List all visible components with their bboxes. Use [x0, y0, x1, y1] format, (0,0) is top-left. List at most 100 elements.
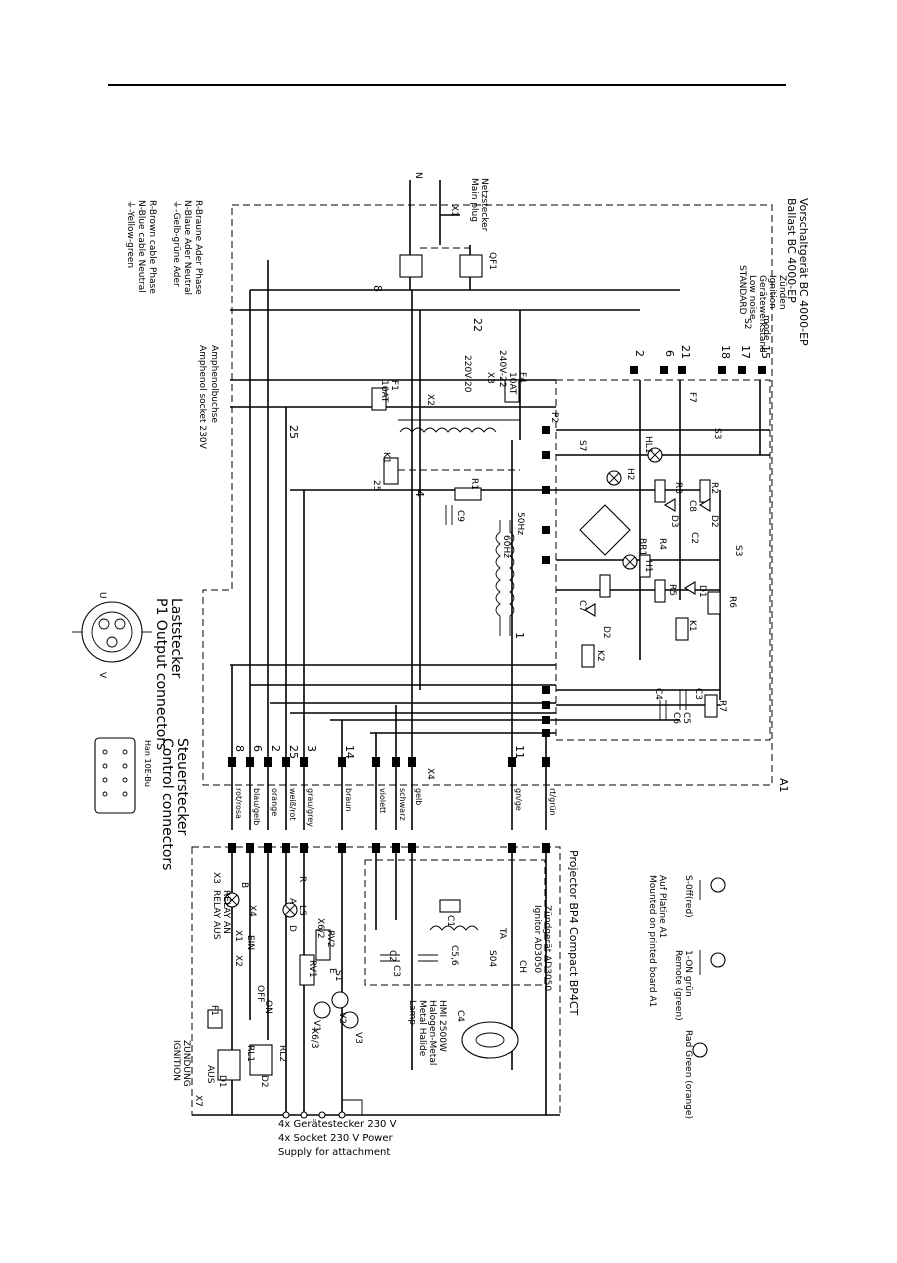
- pcb-r4: R4: [657, 538, 667, 550]
- proj-d1: D1: [217, 1075, 227, 1088]
- resistor-r7: [704, 694, 718, 718]
- pcb-pins: [542, 366, 766, 737]
- proj-v1: V1: [311, 1020, 321, 1032]
- legend-4: R-Brown cable Phase: [147, 200, 157, 294]
- notes-item-1: S-0ff(red): [683, 875, 693, 918]
- socket-note-3: Supply for attachment: [278, 1147, 391, 1158]
- relay-rl2: [249, 1044, 273, 1076]
- wire-3: 3: [305, 745, 318, 752]
- proj-c56: C5,6: [449, 945, 459, 966]
- pcb-h2: H2: [625, 468, 635, 481]
- wire-18: 18: [719, 345, 732, 359]
- pcb-k1: K1: [687, 620, 697, 632]
- diode-d3: [663, 498, 676, 512]
- switch-ignition: IGNITION: [171, 1040, 181, 1081]
- proj-ls: LS: [297, 905, 307, 916]
- resistor-r4: [639, 554, 651, 578]
- wire-9: 6: [663, 350, 676, 357]
- socket-notes: 4x Gerätestecker 230 V 4x Socket 230 V P…: [278, 1118, 396, 1160]
- wire-2: 2: [633, 350, 646, 357]
- diode-d2b: [583, 603, 596, 617]
- x2-label: X2: [425, 394, 435, 406]
- pcb-r2: R2: [709, 482, 719, 494]
- wire-25a: 25: [287, 425, 300, 439]
- proj-ta: TA: [497, 927, 507, 940]
- switch-off: OFF: [255, 985, 265, 1002]
- legend-3: ⏚-Gelb-grüne Ader: [171, 200, 182, 287]
- notes-title-2: Mounted on printed board A1: [647, 875, 657, 1007]
- proj-x7: X7: [193, 1095, 203, 1107]
- cable-color-4: weiß/rot: [288, 788, 297, 821]
- pcb-k2: K2: [595, 650, 605, 662]
- legend-2: N-Blaue Ader Neutral: [182, 200, 192, 295]
- s2-line-5: STANDARD: [737, 265, 747, 315]
- resistor-r3: [654, 479, 666, 503]
- varistor-v2: [331, 991, 349, 1009]
- resistor-rv1: [299, 954, 315, 986]
- pcb-p2: P2: [549, 412, 559, 423]
- resistor-rv2: [315, 929, 331, 961]
- pcb-d2: D2: [709, 515, 719, 528]
- ignitor-title-en: Ignitor AD3050: [532, 905, 542, 973]
- fuse-f4-value: 10AT: [507, 372, 517, 395]
- notes-item-3: Remote (green): [673, 950, 683, 1021]
- pcb-r7: R7: [717, 700, 727, 712]
- wire-2b: 2: [269, 745, 282, 752]
- proj-x62: X6/2: [315, 918, 325, 939]
- projector-outline: [191, 846, 561, 1116]
- pcb-s7: S7: [577, 440, 587, 451]
- mains-qf1: QF1: [487, 252, 497, 270]
- pcb-d2b: D2: [601, 626, 611, 639]
- relay-k2: [581, 644, 595, 668]
- legend-5: N-Blue cable Neutral: [136, 200, 146, 293]
- ignitor-title: Zündgerät AD3050: [542, 905, 552, 991]
- wire-1: 1: [513, 632, 526, 639]
- proj-x2: X2: [233, 955, 243, 967]
- output-connector-symbol: [72, 601, 152, 663]
- diode-d2a: [698, 498, 711, 512]
- cabinet-title-line2: Ballast BC 4000-EP: [785, 198, 798, 303]
- pcb-c6: C6: [671, 712, 681, 724]
- cable-color-7: violett: [378, 788, 387, 813]
- tap-220: 220V-20: [462, 355, 472, 393]
- resistor-r5: [654, 579, 666, 603]
- main-switch-a: [399, 254, 423, 278]
- p1-pin-v: V: [97, 672, 107, 679]
- fuse-projector: [207, 1009, 223, 1029]
- wire-14: 14: [343, 745, 356, 759]
- cable-color-1: rot/rosa: [234, 788, 243, 819]
- proj-v2: V2: [337, 1012, 347, 1024]
- fuse-f1-value: 10AT: [379, 380, 389, 403]
- lamp-1: HMI 2500W: [437, 1000, 447, 1052]
- control-title-de: Steuerstecker: [174, 738, 190, 836]
- wire-4: 4: [413, 490, 426, 497]
- proj-x3: X3: [211, 872, 221, 884]
- x3-label: X3: [485, 372, 495, 384]
- proj-x1: X1: [233, 930, 243, 942]
- pcb-c3: C3: [693, 688, 703, 700]
- r1-label: R1: [469, 478, 479, 490]
- resistor-r6: [707, 591, 721, 615]
- wire-15: 15: [759, 345, 772, 359]
- lamp-4: Lamp: [407, 1000, 417, 1025]
- notes-item-4: Rad Green (orange): [683, 1030, 693, 1119]
- socket-note-1: 4x Gerätestecker 230 V: [278, 1119, 397, 1130]
- fuse-f1: [371, 387, 387, 411]
- p1-title-de: Laststecker: [168, 598, 184, 678]
- hmi-lamp: [461, 1021, 519, 1059]
- mains-n: N: [413, 172, 423, 179]
- proj-a: A: [287, 898, 297, 905]
- cable-color-9: gelb: [414, 788, 423, 805]
- pcb-f7: F7: [687, 392, 697, 403]
- cabinet-outline: [202, 204, 773, 786]
- pcb-r5: R5: [667, 584, 677, 596]
- switch-ein: EIN: [245, 935, 255, 950]
- proj-d2: D2: [259, 1075, 269, 1088]
- pcb-s3b: S3: [733, 545, 743, 556]
- proj-rv1: RV1: [307, 960, 317, 978]
- switch-aus: AUS: [205, 1065, 215, 1084]
- k1-wire: 25: [371, 480, 381, 491]
- pcb-c5: C5: [681, 712, 691, 724]
- fuse-f4-label: F4: [517, 372, 527, 383]
